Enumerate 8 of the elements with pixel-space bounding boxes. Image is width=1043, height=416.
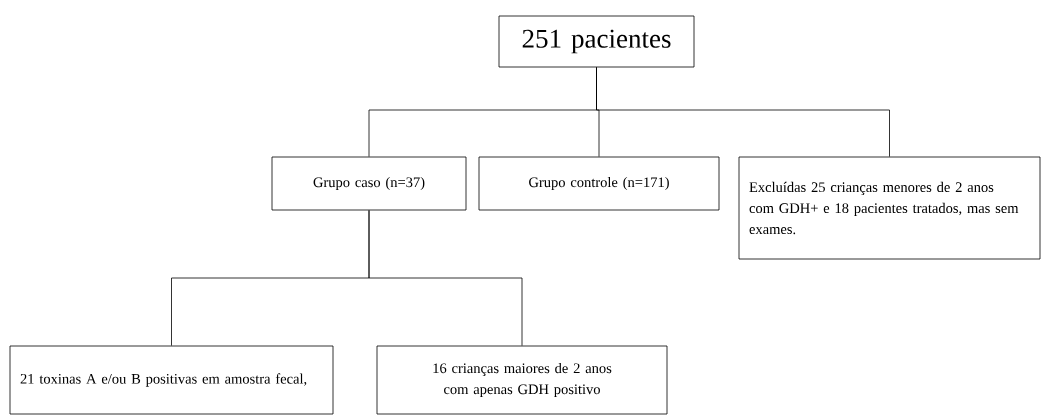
box: 251 pacientes xyxy=(498,15,695,68)
connector xyxy=(368,210,523,346)
box: 16 crianças maiores de 2 anos com apenas GDH positivo xyxy=(376,345,668,415)
box: 21 toxinas A e/ou B positivas em amostra fecal, xyxy=(9,345,334,415)
box: Grupo controle (n=171) xyxy=(478,156,720,211)
connector xyxy=(596,67,890,157)
box: Grupo caso (n=37) xyxy=(271,156,467,211)
box: Excluídas 25 crianças menores de 2 anos com GDH+ e 18 pacientes tratados, mas sem exames. xyxy=(738,156,1041,260)
